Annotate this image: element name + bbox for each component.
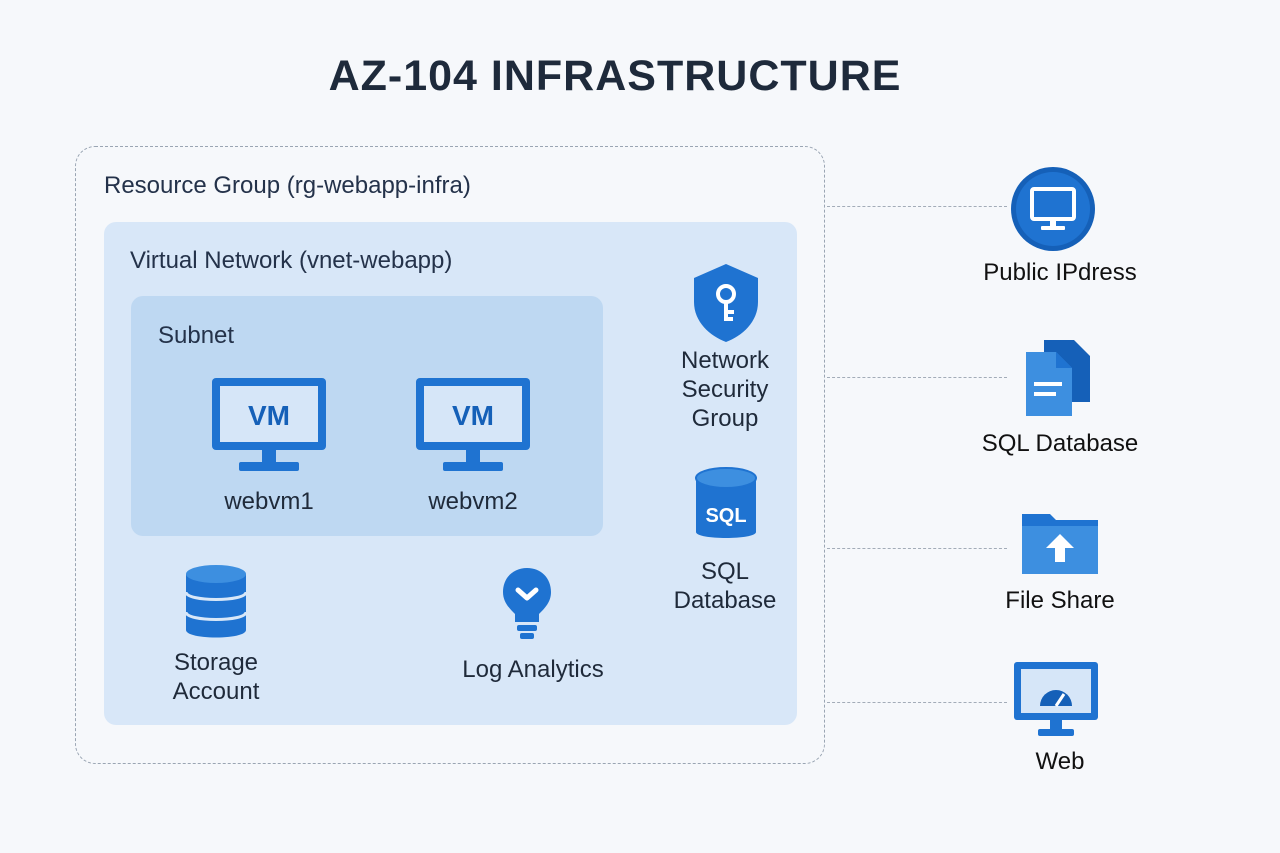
- monitor-circle-icon: [1011, 167, 1095, 251]
- storage-stack-icon: [184, 565, 248, 638]
- web-monitor-gauge-icon: [1014, 662, 1098, 736]
- diagram-title: AZ-104 INFRASTRUCTURE: [328, 52, 902, 100]
- external-label-file-share: File Share: [1005, 587, 1115, 614]
- external-label-web: Web: [1035, 748, 1085, 775]
- documents-icon: [1026, 340, 1090, 416]
- nsg-label: Network Security Group: [680, 347, 770, 432]
- vm-screen-text: VM: [452, 400, 494, 431]
- sql-icon-text: SQL: [705, 505, 746, 527]
- monitor-icon: VM: [212, 378, 326, 471]
- shield-key-icon: [694, 264, 758, 342]
- subnet-label: Subnet: [158, 322, 235, 349]
- vm-screen-text: VM: [248, 400, 290, 431]
- vm-label-webvm1: webvm1: [224, 488, 314, 515]
- folder-upload-icon: [1022, 514, 1098, 574]
- lightbulb-icon: [503, 568, 551, 639]
- external-label-public-ip: Public IPdress: [983, 259, 1137, 286]
- virtual-network-label: Virtual Network (vnet-webapp): [130, 247, 453, 274]
- connector-line: [827, 548, 1007, 549]
- external-label-sql-database: SQL Database: [981, 430, 1139, 457]
- sql-database-inner-label: SQL Database: [673, 558, 777, 614]
- resource-group-label: Resource Group (rg-webapp-infra): [104, 172, 471, 199]
- monitor-icon: VM: [416, 378, 530, 471]
- connector-line: [827, 702, 1007, 703]
- connector-line: [827, 377, 1007, 378]
- vm-label-webvm2: webvm2: [428, 488, 518, 515]
- resource-group-container: [75, 146, 825, 764]
- storage-account-label: Storage Account: [172, 649, 260, 705]
- connector-line: [827, 206, 1007, 207]
- database-cylinder-icon: SQL: [695, 467, 757, 538]
- log-analytics-label: Log Analytics: [462, 656, 604, 683]
